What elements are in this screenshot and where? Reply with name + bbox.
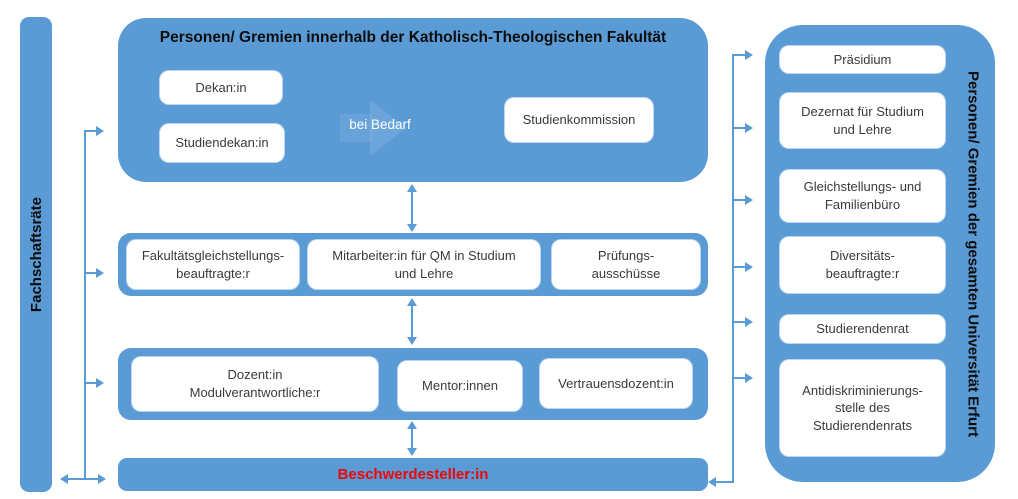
right-connector-line (732, 55, 734, 483)
arrow-to-beschwerdesteller-right-icon (708, 477, 716, 487)
bei-bedarf-ghost-arrow (340, 114, 372, 142)
right-connector-antidiskriminierung-segment (734, 377, 745, 379)
row3-panel: Dozent:in Modulverantwortliche:r Mentor:… (118, 348, 708, 420)
dekan-box: Dekan:in (160, 71, 282, 104)
university-panel: Präsidium Dezernat für Studium und Lehre… (765, 25, 995, 482)
qm-mitarbeiter-box: Mitarbeiter:in für QM in Studium und Leh… (308, 240, 540, 289)
studierendenrat-box: Studierendenrat (780, 315, 945, 343)
bei-bedarf-ghost-arrowhead (370, 100, 406, 156)
praesidium-box: Präsidium (780, 46, 945, 73)
pruefungsausschuesse-box: Prüfungs- ausschüsse (552, 240, 700, 289)
left-connector-row3-segment (86, 382, 96, 384)
right-connector-bottom-segment (716, 481, 734, 483)
arrow-to-studierendenrat-icon (745, 317, 753, 327)
left-bottom-double-arrow-line (68, 478, 98, 480)
arrow-row3-to-row2-icon (407, 298, 417, 306)
antidiskriminierung-box: Antidiskriminierungs- stelle des Studier… (780, 360, 945, 456)
diversitaets-box: Diversitäts- beauftragte:r (780, 237, 945, 293)
arrow-bottom-to-row3-icon (407, 421, 417, 429)
left-connector-top-segment (84, 130, 96, 132)
connector-row3-bottom-line (411, 428, 413, 449)
faculty-panel: Personen/ Gremien innerhalb der Katholis… (118, 18, 708, 182)
arrow-faculty-to-row2-icon (407, 224, 417, 232)
arrow-to-beschwerdesteller-left-icon (98, 474, 106, 484)
fachschaftsraete-bar: Fachschaftsräte (20, 17, 52, 492)
gleichstellungsbuero-box: Gleichstellungs- und Familienbüro (780, 170, 945, 222)
studienkommission-box: Studienkommission (505, 98, 653, 142)
university-panel-side-label: Personen/ Gremien der gesamten Universit… (964, 70, 982, 437)
arrow-to-dezernat-icon (745, 123, 753, 133)
arrow-row2-to-row3-icon (407, 337, 417, 345)
connector-row2-row3-line (411, 305, 413, 338)
arrow-to-antidiskriminierung-icon (745, 373, 753, 383)
fachschaftsraete-label: Fachschaftsräte (27, 196, 45, 313)
arrow-left-to-row2-icon (96, 268, 104, 278)
arrow-to-fachschaftsraete-icon (60, 474, 68, 484)
fakultaetsgleichstellungs-box: Fakultätsgleichstellungs- beauftragte:r (127, 240, 299, 289)
right-connector-diversitaet-segment (734, 266, 745, 268)
vertrauensdozent-box: Vertrauensdozent:in (540, 359, 692, 408)
faculty-panel-title: Personen/ Gremien innerhalb der Katholis… (159, 29, 667, 46)
beschwerdesteller-bar: Beschwerdesteller:in (118, 458, 708, 491)
connector-faculty-row2-line (411, 191, 413, 225)
right-connector-praesidium-segment (732, 54, 745, 56)
right-connector-gleichstellung-segment (734, 199, 745, 201)
arrow-to-praesidium-icon (745, 50, 753, 60)
dezernat-box: Dezernat für Studium und Lehre (780, 93, 945, 148)
left-connector-line (84, 130, 86, 480)
arrow-to-gleichstellung-icon (745, 195, 753, 205)
arrow-row3-to-bottom-icon (407, 448, 417, 456)
right-connector-studierendenrat-segment (734, 321, 745, 323)
arrow-row2-to-faculty-icon (407, 184, 417, 192)
left-connector-row2-segment (86, 272, 96, 274)
right-connector-dezernat-segment (734, 127, 745, 129)
arrow-to-diversitaet-icon (745, 262, 753, 272)
arrow-left-to-faculty-icon (96, 126, 104, 136)
mentor-box: Mentor:innen (398, 361, 522, 411)
bei-bedarf-label: bei Bedarf (349, 117, 411, 132)
arrow-left-to-row3-icon (96, 378, 104, 388)
beschwerdesteller-label: Beschwerdesteller:in (337, 466, 489, 483)
studiendekan-box: Studiendekan:in (160, 124, 284, 162)
dozent-box: Dozent:in Modulverantwortliche:r (132, 357, 378, 411)
row2-panel: Fakultätsgleichstellungs- beauftragte:r … (118, 233, 708, 296)
